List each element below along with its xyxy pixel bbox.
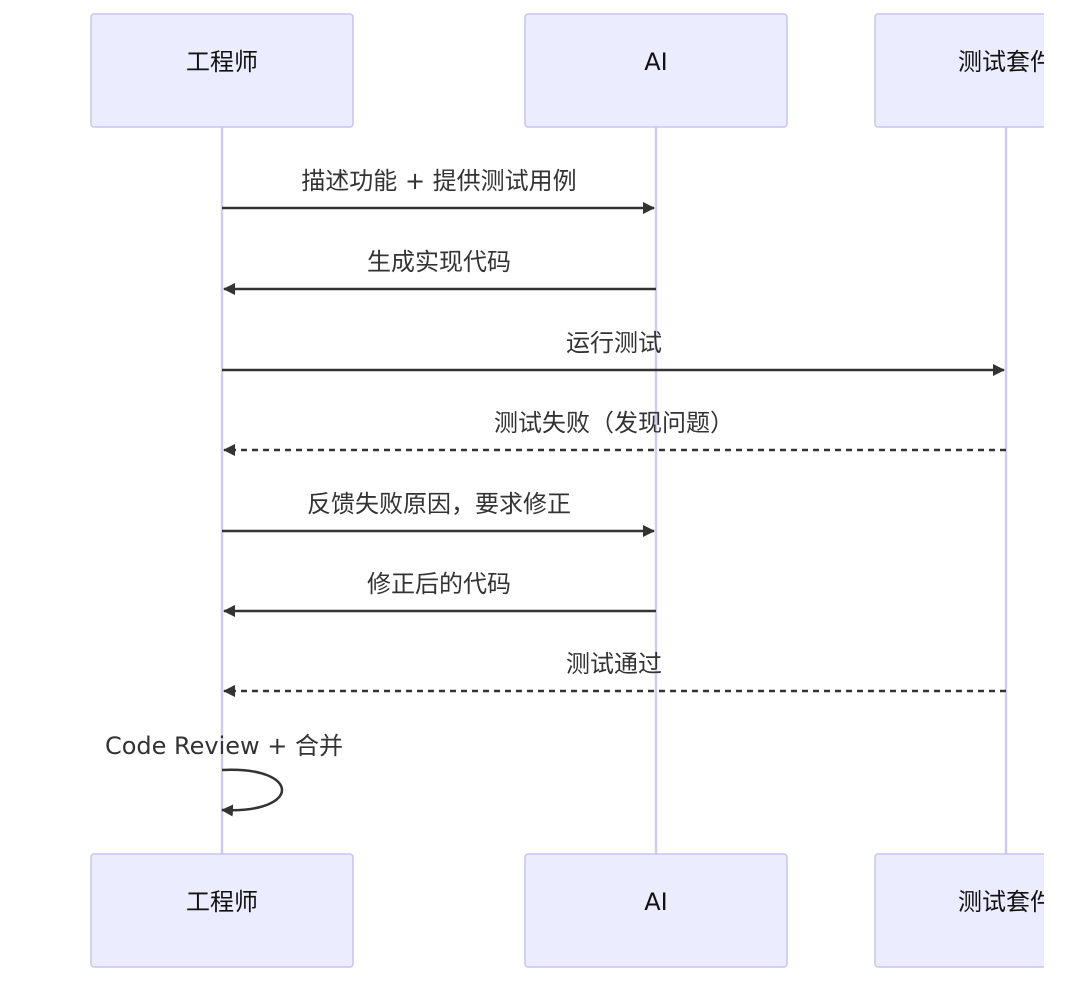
participant-eng-bottom: 工程师	[90, 853, 354, 968]
participant-label: 测试套件	[958, 888, 1044, 916]
message-3: 运行测试	[222, 329, 1005, 376]
message-4: 测试失败（发现问题）	[223, 409, 1006, 456]
message-2: 生成实现代码	[223, 248, 656, 295]
message-7: 测试通过	[223, 650, 1006, 697]
message-6: 修正后的代码	[223, 570, 656, 617]
message-label: 描述功能 + 提供测试用例	[301, 167, 576, 195]
participant-label: AI	[644, 888, 668, 916]
sequence-diagram-canvas: 工程师 AI 测试套件 工程师 AI 测试套件 描述功能 + 提供测试用例生成实现代码运…	[90, 13, 1044, 968]
participant-ai-top: AI	[524, 13, 788, 128]
participant-box	[874, 853, 1044, 968]
participant-box	[874, 13, 1044, 128]
participant-label: AI	[644, 48, 668, 76]
message-1: 描述功能 + 提供测试用例	[222, 167, 655, 214]
participant-eng-top: 工程师	[90, 13, 354, 128]
message-label: 反馈失败原因，要求修正	[307, 490, 571, 518]
participant-label: 测试套件	[958, 48, 1044, 76]
participant-box	[90, 13, 354, 128]
participant-label: 工程师	[186, 48, 258, 76]
participant-box	[524, 13, 788, 128]
self-message-arrow	[221, 768, 283, 817]
participant-box	[90, 853, 354, 968]
sequence-diagram: 工程师 AI 测试套件 工程师 AI 测试套件 描述功能 + 提供测试用例生成实现代码运…	[90, 13, 1044, 968]
message-label: Code Review + 合并	[105, 732, 343, 760]
message-label: 测试通过	[566, 650, 662, 678]
message-label: 生成实现代码	[367, 248, 511, 276]
message-label: 测试失败（发现问题）	[494, 409, 734, 437]
participant-ai-bottom: AI	[524, 853, 788, 968]
message-5: 反馈失败原因，要求修正	[222, 490, 655, 537]
message-label: 修正后的代码	[367, 570, 511, 598]
message-8: Code Review + 合并	[105, 732, 343, 817]
participant-tests-top: 测试套件	[874, 13, 1044, 128]
message-label: 运行测试	[566, 329, 662, 357]
participant-tests-bottom: 测试套件	[874, 853, 1044, 968]
participant-box	[524, 853, 788, 968]
participant-label: 工程师	[186, 888, 258, 916]
